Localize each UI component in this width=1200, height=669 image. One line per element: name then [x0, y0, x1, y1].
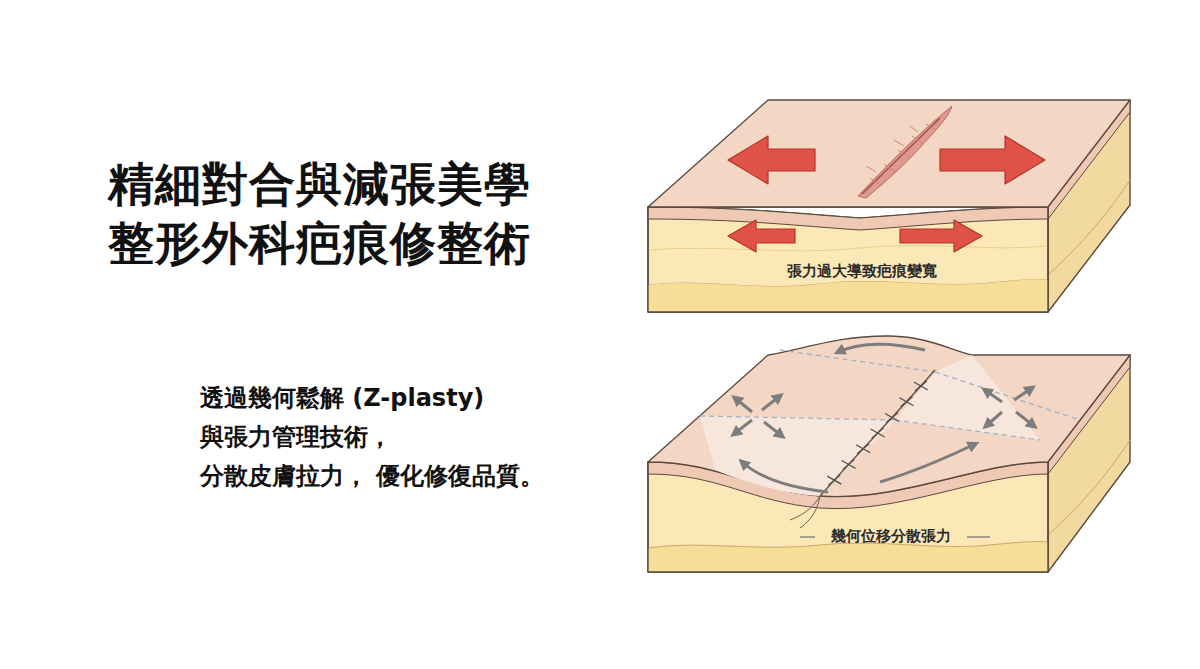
suture-stitch — [885, 412, 899, 422]
suture-stitch — [827, 475, 841, 485]
figure-label: 張力過大導致疤痕變寬 — [787, 262, 937, 281]
page-title: 精細對合與減張美學 整形外科疤痕修整術 — [108, 155, 558, 273]
z-plasty-block — [648, 336, 1130, 572]
suture-stitch — [842, 459, 856, 469]
suture-stitch — [900, 397, 914, 407]
suture-stitch — [856, 444, 870, 454]
caption-text: 透過幾何鬆解 (Z-plasty) 與張力管理技術， 分散皮膚拉力， 優化修復品… — [200, 379, 545, 496]
suture-stitch — [914, 381, 928, 391]
figure-label: 幾何位移分散張力 — [831, 527, 951, 546]
tension-block — [648, 100, 1130, 312]
suture-stitch — [871, 428, 885, 438]
